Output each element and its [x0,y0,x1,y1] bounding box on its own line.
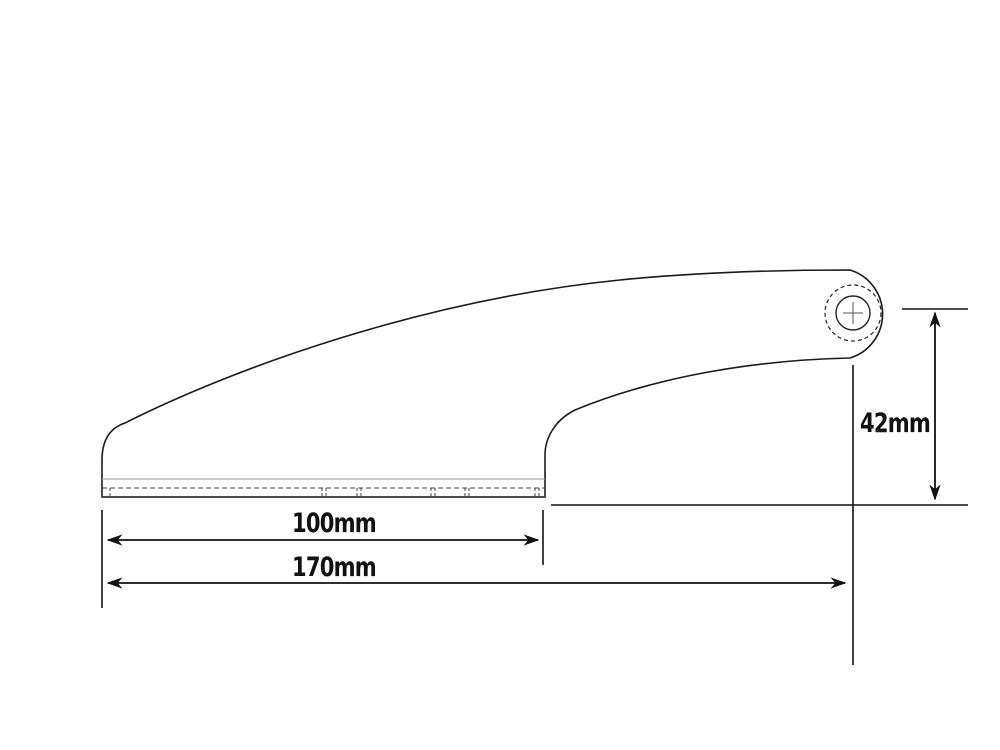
dimension-lines [106,311,941,589]
dimension-label-42mm: 42mm [860,408,931,439]
extension-lines [101,308,968,665]
base-flange [102,478,545,498]
bracket-outline [101,269,884,498]
pivot-hole [824,284,882,342]
dimension-label-170mm: 170mm [292,552,377,583]
dimension-label-100mm: 100mm [292,508,377,539]
